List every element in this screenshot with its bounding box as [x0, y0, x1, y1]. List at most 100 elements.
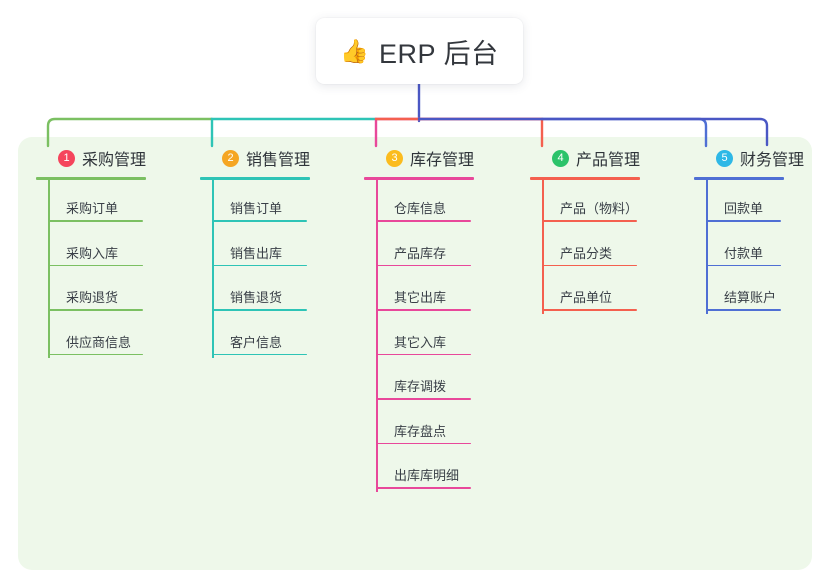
branch-item[interactable]: 出库库明细 — [364, 447, 514, 492]
branch-item-label: 库存盘点 — [394, 423, 447, 439]
branch-item[interactable]: 客户信息 — [200, 314, 350, 359]
branch-item-rule — [542, 264, 637, 266]
branch-item-label: 供应商信息 — [66, 334, 132, 350]
branch-item-rule — [706, 220, 781, 222]
branch-title: 采购管理 — [82, 152, 147, 169]
branch-item[interactable]: 销售出库 — [200, 225, 350, 270]
branch-item-rule — [48, 353, 143, 355]
branch-item-rule — [212, 264, 307, 266]
branch-number-badge: 4 — [552, 149, 569, 167]
branch-item-label: 付款单 — [724, 245, 764, 261]
branch-item-label: 仓库信息 — [394, 201, 447, 216]
branch-item[interactable]: 产品库存 — [364, 225, 514, 270]
branch-header-rule — [694, 177, 784, 180]
branch-item-rule — [706, 309, 781, 311]
branch-item[interactable]: 付款单 — [694, 225, 824, 270]
branch-item-rule — [212, 353, 307, 355]
branch-item-rule — [376, 220, 471, 222]
branch-item-rule — [376, 487, 471, 489]
branch-header-rule — [36, 177, 146, 180]
branch-item-label: 销售订单 — [230, 201, 283, 216]
branch-item-label: 产品分类 — [560, 245, 613, 261]
branch-spine — [48, 180, 50, 358]
branch-header-3[interactable]: 3 库存管理 — [364, 146, 514, 170]
branch-item[interactable]: 库存调拨 — [364, 358, 514, 403]
branch-item[interactable]: 结算账户 — [694, 269, 824, 314]
branch-item-label: 采购退货 — [66, 290, 119, 305]
branch-items: 采购订单采购入库采购退货供应商信息 — [36, 180, 186, 358]
branch-column-3: 3 库存管理仓库信息产品库存其它出库其它入库库存调拨库存盘点出库库明细 — [364, 146, 514, 492]
branch-item[interactable]: 其它入库 — [364, 314, 514, 359]
branch-item-label: 产品（物料） — [560, 201, 639, 216]
branch-column-4: 4 产品管理产品（物料） 产品分类产品单位 — [530, 146, 680, 314]
branch-spine — [542, 180, 544, 314]
branch-item-rule — [542, 220, 637, 222]
branch-item-rule — [212, 309, 307, 311]
branch-item-label: 其它入库 — [394, 334, 447, 350]
branch-item-label: 销售退货 — [230, 290, 283, 305]
branch-item-rule — [376, 264, 471, 266]
branch-item[interactable]: 销售订单 — [200, 180, 350, 225]
branch-item-label: 客户信息 — [230, 334, 283, 350]
branch-item[interactable]: 产品单位 — [530, 269, 680, 314]
branch-item[interactable]: 库存盘点 — [364, 403, 514, 448]
branch-item[interactable]: 其它出库 — [364, 269, 514, 314]
branch-column-1: 1 采购管理采购订单采购入库采购退货供应商信息 — [36, 146, 186, 358]
branch-item[interactable]: 采购订单 — [36, 180, 186, 225]
branch-item-label: 库存调拨 — [394, 379, 447, 394]
branch-item-label: 结算账户 — [724, 290, 777, 305]
branch-item-rule — [376, 353, 471, 355]
branch-item-label: 采购订单 — [66, 201, 119, 216]
branch-spine — [376, 180, 378, 492]
branch-items: 回款单付款单结算账户 — [694, 180, 824, 314]
root-node-card[interactable]: 👍 ERP 后台 — [316, 18, 523, 84]
branch-item-label: 产品单位 — [560, 290, 613, 305]
branch-spine — [212, 180, 214, 358]
branch-item-label: 采购入库 — [66, 245, 119, 261]
branch-title: 财务管理 — [740, 152, 805, 169]
branch-item-rule — [48, 309, 143, 311]
branch-title: 库存管理 — [410, 152, 475, 169]
branch-number-badge: 1 — [58, 149, 75, 167]
branch-item-label: 回款单 — [724, 201, 764, 216]
branch-spine — [706, 180, 708, 314]
root-node-title: ERP 后台 — [379, 38, 499, 69]
branch-item-label: 其它出库 — [394, 290, 447, 305]
branch-header-rule — [200, 177, 310, 180]
branch-item-rule — [542, 309, 637, 311]
branch-header-1[interactable]: 1 采购管理 — [36, 146, 186, 170]
branch-item[interactable]: 产品（物料） — [530, 180, 680, 225]
branch-items: 仓库信息产品库存其它出库其它入库库存调拨库存盘点出库库明细 — [364, 180, 514, 492]
branch-header-4[interactable]: 4 产品管理 — [530, 146, 680, 170]
branch-item-label: 产品库存 — [394, 245, 447, 261]
branch-header-rule — [530, 177, 640, 180]
branch-item[interactable]: 采购入库 — [36, 225, 186, 270]
branch-number-badge: 2 — [222, 149, 239, 167]
branch-items: 销售订单销售出库销售退货客户信息 — [200, 180, 350, 358]
branch-item[interactable]: 产品分类 — [530, 225, 680, 270]
branch-item-rule — [376, 442, 471, 444]
branch-title: 产品管理 — [576, 152, 641, 169]
branch-item-label: 销售出库 — [230, 245, 283, 261]
branch-item-rule — [48, 220, 143, 222]
branch-item-rule — [376, 309, 471, 311]
branch-item-rule — [48, 264, 143, 266]
branch-item-label: 出库库明细 — [394, 468, 460, 483]
branch-item[interactable]: 销售退货 — [200, 269, 350, 314]
branch-items: 产品（物料） 产品分类产品单位 — [530, 180, 680, 314]
branch-item-rule — [706, 264, 781, 266]
thumbs-up-icon: 👍 — [340, 37, 370, 64]
branch-item[interactable]: 回款单 — [694, 180, 824, 225]
branch-item-rule — [212, 220, 307, 222]
branch-number-badge: 3 — [386, 149, 403, 167]
branch-item[interactable]: 采购退货 — [36, 269, 186, 314]
branch-item[interactable]: 供应商信息 — [36, 314, 186, 359]
branch-item[interactable]: 仓库信息 — [364, 180, 514, 225]
branch-header-rule — [364, 177, 474, 180]
